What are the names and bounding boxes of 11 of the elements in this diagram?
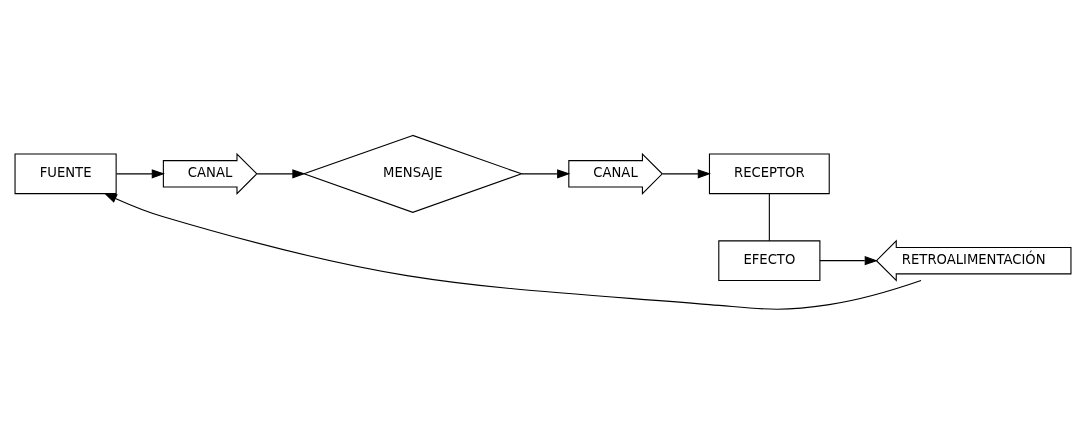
node-box: EFECTO — [718, 239, 821, 281]
arrow — [661, 168, 711, 178]
node-diamond: MENSAJE — [302, 134, 524, 213]
arrow — [521, 168, 571, 178]
connector — [768, 192, 770, 241]
node-box: RECEPTOR — [708, 153, 830, 194]
node-box: FUENTE — [14, 153, 117, 194]
arrow — [819, 255, 878, 265]
arrow — [103, 192, 922, 310]
arrow — [115, 168, 165, 178]
arrow — [256, 168, 306, 178]
